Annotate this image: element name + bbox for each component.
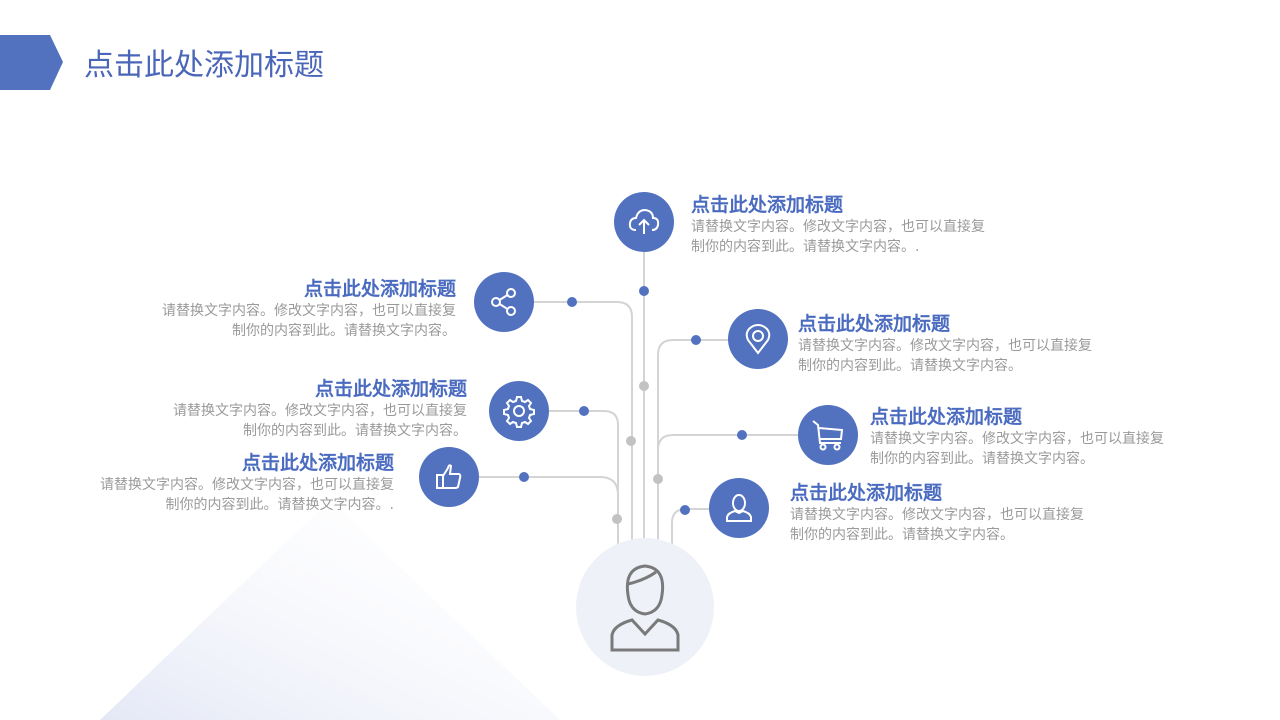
item-text-1: 请替换文字内容。修改文字内容，也可以直接复 [100, 477, 394, 493]
header-marker [0, 35, 63, 90]
user-icon[interactable] [709, 478, 769, 538]
center-circle [576, 538, 714, 676]
item-text-1: 请替换文字内容。修改文字内容，也可以直接复 [790, 507, 1084, 523]
item-text-1: 请替换文字内容。修改文字内容，也可以直接复 [173, 403, 467, 419]
item-user: 点击此处添加标题请替换文字内容。修改文字内容，也可以直接复制你的内容到此。请替换… [790, 481, 1130, 545]
item-text-1: 请替换文字内容。修改文字内容，也可以直接复 [798, 338, 1092, 354]
item-text-2: 制你的内容到此。请替换文字内容。 [790, 527, 1014, 543]
item-text-2: 制你的内容到此。请替换文字内容。. [691, 239, 920, 255]
item-title[interactable]: 点击此处添加标题 [870, 406, 1023, 428]
connector-dots [519, 286, 747, 515]
item-text-2: 制你的内容到此。请替换文字内容。 [798, 358, 1022, 374]
item-text-2: 制你的内容到此。请替换文字内容。 [243, 423, 467, 439]
item-cloud: 点击此处添加标题请替换文字内容。修改文字内容，也可以直接复制你的内容到此。请替换… [691, 193, 1031, 257]
item-text-1: 请替换文字内容。修改文字内容，也可以直接复 [870, 431, 1164, 447]
location-pin-icon[interactable] [728, 309, 788, 369]
cart-icon[interactable] [798, 405, 858, 465]
item-share: 点击此处添加标题请替换文字内容。修改文字内容，也可以直接复制你的内容到此。请替换… [116, 277, 456, 341]
item-text-2: 制你的内容到此。请替换文字内容。 [232, 323, 456, 339]
cloud-upload-icon[interactable] [614, 192, 674, 252]
thumbs-up-icon[interactable] [419, 447, 479, 507]
item-title[interactable]: 点击此处添加标题 [241, 452, 394, 474]
item-text-2: 制你的内容到此。请替换文字内容。. [165, 497, 394, 513]
person-center-icon [610, 564, 680, 652]
item-title[interactable]: 点击此处添加标题 [691, 194, 844, 216]
item-text-1: 请替换文字内容。修改文字内容，也可以直接复 [162, 303, 456, 319]
item-text-2: 制你的内容到此。请替换文字内容。 [870, 451, 1094, 467]
gear-icon[interactable] [489, 381, 549, 441]
connector-lines [479, 252, 798, 545]
item-gear: 点击此处添加标题请替换文字内容。修改文字内容，也可以直接复制你的内容到此。请替换… [127, 377, 467, 441]
item-title[interactable]: 点击此处添加标题 [303, 278, 456, 300]
item-cart: 点击此处添加标题请替换文字内容。修改文字内容，也可以直接复制你的内容到此。请替换… [870, 405, 1210, 469]
item-title[interactable]: 点击此处添加标题 [790, 482, 943, 504]
page-title[interactable]: 点击此处添加标题 [84, 48, 324, 83]
item-title[interactable]: 点击此处添加标题 [798, 313, 951, 335]
item-text-1: 请替换文字内容。修改文字内容，也可以直接复 [691, 219, 985, 235]
item-title[interactable]: 点击此处添加标题 [314, 378, 467, 400]
share-icon[interactable] [474, 272, 534, 332]
item-thumbs: 点击此处添加标题请替换文字内容。修改文字内容，也可以直接复制你的内容到此。请替换… [54, 451, 394, 515]
item-location: 点击此处添加标题请替换文字内容。修改文字内容，也可以直接复制你的内容到此。请替换… [798, 312, 1138, 376]
